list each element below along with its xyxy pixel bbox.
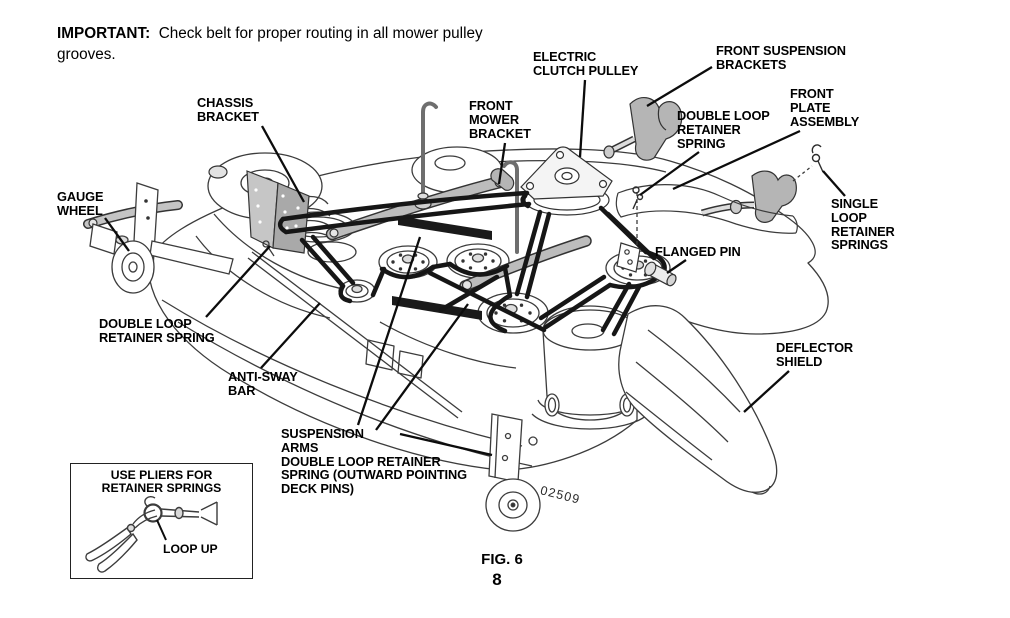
retainer-spring-clips xyxy=(632,144,824,210)
flanged-pin-drawing xyxy=(616,242,677,287)
rear-wheel-assembly xyxy=(485,413,541,532)
dashed-lines xyxy=(636,165,813,266)
loop-up-label: LOOP UP xyxy=(163,542,218,556)
figure-caption: FIG. 6 xyxy=(481,551,523,568)
callout-double-loop-retainer-spring-right: DOUBLE LOOP RETAINER SPRING xyxy=(677,108,770,151)
inset-title: USE PLIERS FOR RETAINER SPRINGS xyxy=(101,468,222,496)
callout-single-loop-retainer-springs: SINGLE LOOP RETAINER SPRINGS xyxy=(831,196,895,253)
pliers-drawing xyxy=(85,496,218,573)
callout-front-plate-assembly: FRONT PLATE ASSEMBLY xyxy=(790,86,860,129)
drive-belts xyxy=(277,190,667,337)
callout-suspension-arms: SUSPENSION ARMS DOUBLE LOOP RETAINER SPR… xyxy=(281,426,467,497)
callout-leader-lines xyxy=(104,66,846,457)
page-number: 8 xyxy=(492,570,502,589)
front-suspension-brackets-drawing xyxy=(603,97,797,223)
callout-gauge-wheel: GAUGE WHEEL xyxy=(57,189,104,218)
important-text: Check belt for proper routing in all mow… xyxy=(57,25,483,64)
callout-chassis-bracket: CHASSIS BRACKET xyxy=(197,95,259,124)
callout-flanged-pin: FLANGED PIN xyxy=(655,244,741,259)
callout-double-loop-retainer-spring-left: DOUBLE LOOP RETAINER SPRING xyxy=(99,316,215,345)
front-plate-assembly-drawing xyxy=(615,184,798,234)
electric-clutch-drawing xyxy=(520,146,613,216)
deflector-shield-drawing xyxy=(618,305,778,495)
important-label: IMPORTANT: xyxy=(57,25,151,43)
important-notice: IMPORTANT: Check belt for proper routing… xyxy=(57,23,502,65)
callout-electric-clutch-pulley: ELECTRIC CLUTCH PULLEY xyxy=(533,49,639,78)
callout-deflector-shield: DEFLECTOR SHIELD xyxy=(776,340,854,369)
gauge-wheel-drawing xyxy=(89,182,234,294)
callout-front-suspension-brackets: FRONT SUSPENSION BRACKETS xyxy=(716,43,846,72)
pliers-instruction-inset: USE PLIERS FOR RETAINER SPRINGS LOOP UP xyxy=(70,463,253,579)
anti-sway-bar-drawing xyxy=(247,240,463,419)
callout-anti-sway-bar: ANTI-SWAY BAR xyxy=(228,369,298,398)
hanger-rods xyxy=(421,101,519,254)
callout-front-mower-bracket: FRONT MOWER BRACKET xyxy=(469,98,531,141)
